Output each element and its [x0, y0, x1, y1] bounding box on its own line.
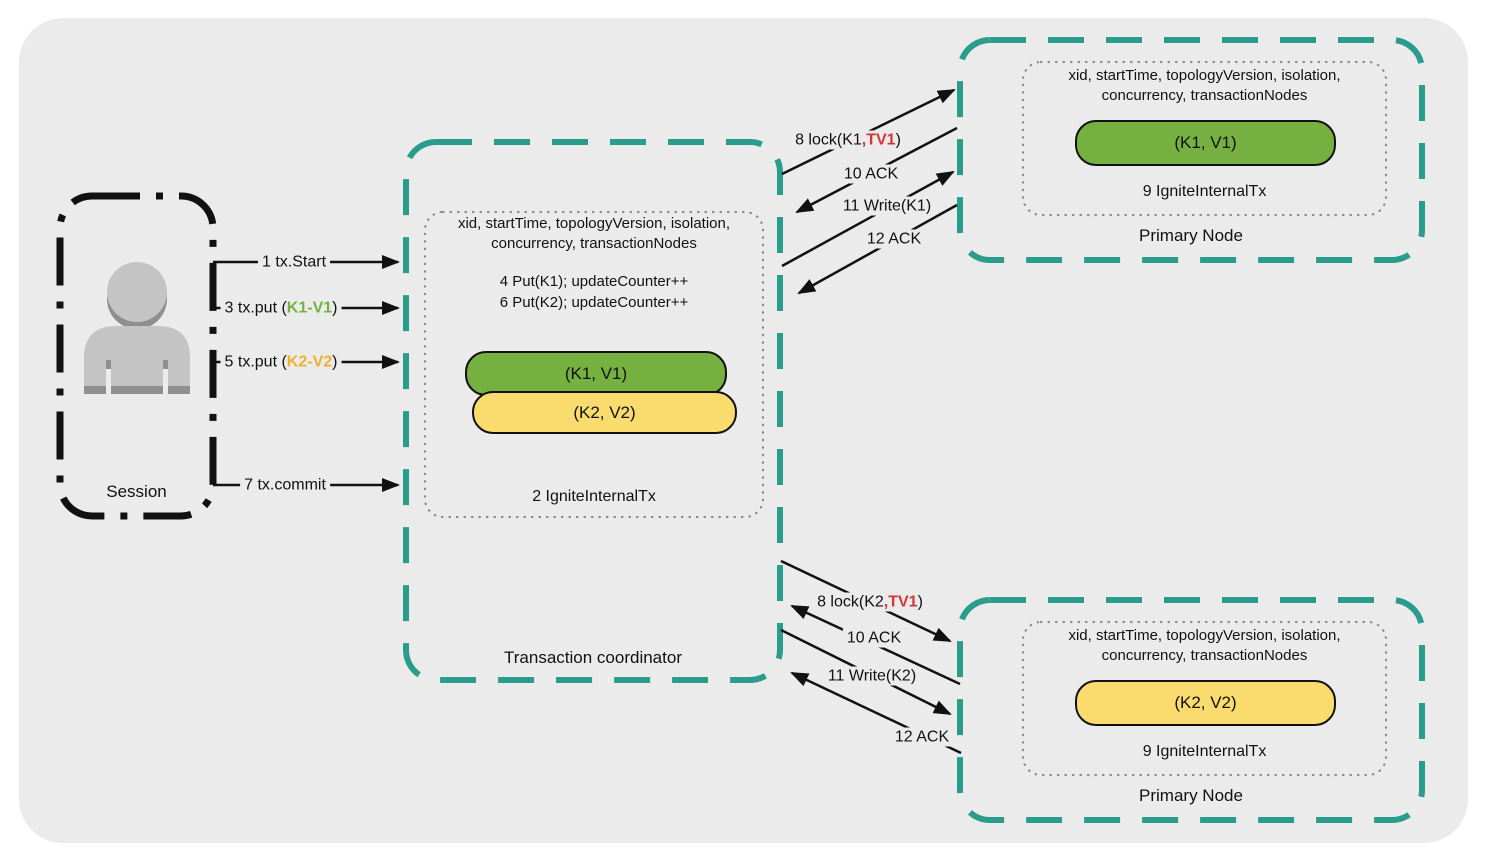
node-top-kv-pill-k1v1: (K1, V1)	[1075, 120, 1336, 166]
node-bottom-meta-line2: concurrency, transactionNodes	[1101, 647, 1308, 664]
node-bottom-title: Primary Node	[1139, 786, 1243, 805]
message-text: 8 lock(K2	[817, 593, 884, 611]
message-tv1-highlight: ,TV1	[883, 593, 918, 611]
message-tv1-highlight: ,TV1	[861, 131, 896, 149]
call-text: 7 tx.commit	[244, 476, 326, 494]
message-text: 11 Write(K1)	[842, 197, 932, 215]
coordinator-tx-dotted-border	[423, 210, 765, 519]
call-label-tx-commit: 7 tx.commit	[240, 475, 330, 495]
message-label-write-k1: 11 Write(K1)	[838, 196, 936, 216]
kv-text: (K1, V1)	[564, 363, 628, 383]
session-arrows	[213, 255, 400, 492]
message-text: 10 ACK	[846, 629, 902, 647]
call-key-k1v1: K1-V1	[286, 299, 333, 317]
message-label-ack-10-top: 10 ACK	[839, 164, 903, 184]
message-text: 10 ACK	[843, 165, 899, 183]
message-text: 11 Write(K2)	[827, 667, 917, 685]
top-node-arrows	[781, 88, 958, 295]
message-label-ack-10-bottom: 10 ACK	[842, 628, 906, 648]
call-text: )	[332, 353, 338, 371]
message-text: 8 lock(K1	[795, 131, 862, 149]
node-top-meta-line2: concurrency, transactionNodes	[1101, 87, 1308, 104]
person-icon	[84, 262, 190, 394]
coordinator-kv-pill-k1v1: (K1, V1)	[465, 351, 727, 396]
call-label-tx-start: 1 tx.Start	[257, 252, 331, 272]
coordinator-meta-line1: xid, startTime, topologyVersion, isolati…	[457, 215, 731, 232]
coordinator-kv-pill-k2v2: (K2, V2)	[472, 391, 737, 434]
message-label-lock-k1: 8 lock(K1,TV1)	[791, 130, 905, 150]
call-text: 1 tx.Start	[261, 253, 327, 271]
message-label-write-k2: 11 Write(K2)	[823, 666, 921, 686]
message-text: 12 ACK	[866, 230, 922, 248]
session-box-border	[56, 192, 217, 520]
node-bottom-meta-line1: xid, startTime, topologyVersion, isolati…	[1068, 627, 1341, 644]
message-text: )	[917, 593, 923, 611]
coordinator-title: Transaction coordinator	[504, 648, 682, 667]
node-bottom-tx-label: 9 IgniteInternalTx	[1142, 743, 1267, 760]
coordinator-box-border	[403, 139, 783, 683]
bottom-node-arrows	[780, 559, 962, 755]
primary-node-bottom-tx-dotted-border	[1021, 620, 1388, 777]
arrow-write-k1	[781, 170, 955, 268]
node-top-tx-label: 9 IgniteInternalTx	[1142, 183, 1267, 200]
call-key-k2v2: K2-V2	[286, 353, 333, 371]
message-text: )	[895, 131, 901, 149]
arrow-ack-12-top	[797, 203, 958, 295]
node-top-meta-line1: xid, startTime, topologyVersion, isolati…	[1068, 67, 1341, 84]
session-label: Session	[106, 482, 167, 501]
message-text: 12 ACK	[894, 728, 950, 746]
primary-node-bottom-border	[957, 597, 1425, 823]
coordinator-op-put-k2: 6 Put(K2); updateCounter++	[499, 294, 689, 311]
kv-text: (K2, V2)	[573, 402, 636, 422]
kv-text: (K2, V2)	[1174, 693, 1237, 712]
kv-text: (K1, V1)	[1174, 133, 1237, 152]
message-label-lock-k2: 8 lock(K2,TV1)	[813, 592, 927, 612]
primary-node-top-border	[957, 37, 1425, 263]
call-label-tx-put-k1: 3 tx.put (K1-V1)	[220, 298, 342, 318]
message-label-ack-12-bottom: 12 ACK	[890, 727, 954, 747]
coordinator-op-put-k1: 4 Put(K1); updateCounter++	[499, 273, 689, 290]
primary-node-top-tx-dotted-border	[1021, 60, 1388, 217]
call-text: 3 tx.put (	[224, 299, 287, 317]
node-top-title: Primary Node	[1139, 226, 1243, 245]
message-label-ack-12-top: 12 ACK	[862, 229, 926, 249]
coordinator-meta-line2: concurrency, transactionNodes	[491, 235, 697, 252]
node-bottom-kv-pill-k2v2: (K2, V2)	[1075, 680, 1336, 726]
coordinator-tx-label: 2 IgniteInternalTx	[532, 488, 656, 505]
call-text: 5 tx.put (	[224, 353, 287, 371]
call-label-tx-put-k2: 5 tx.put (K2-V2)	[220, 352, 342, 372]
call-text: )	[332, 299, 338, 317]
